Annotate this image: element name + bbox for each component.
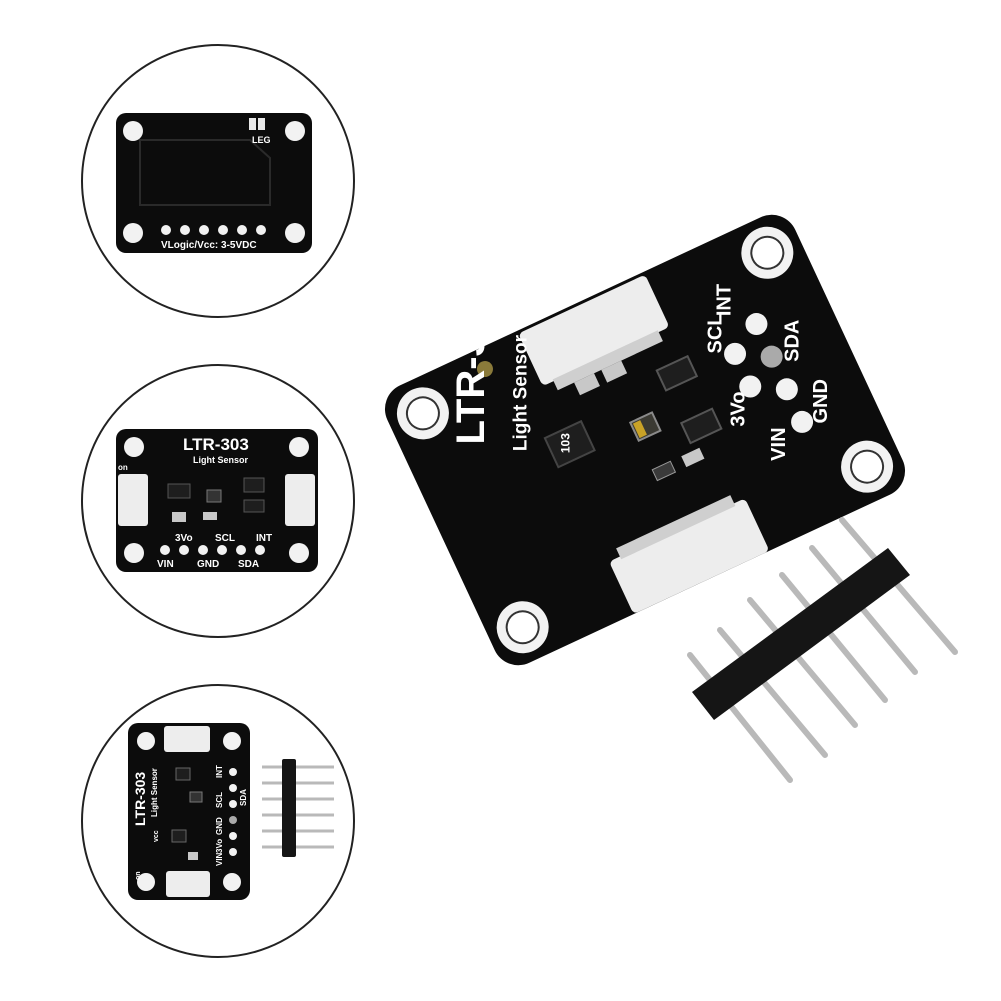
- pcb-rotated: [128, 723, 250, 900]
- board-subtitle: Light Sensor: [150, 768, 159, 817]
- mount-hole: [137, 732, 155, 750]
- qwiic-connector-left: [118, 474, 148, 526]
- main-board: LTR-303 Light Sensor 103 INT SCL SDA 3Vo…: [384, 214, 906, 666]
- qwiic-connector-bottom: [610, 499, 768, 613]
- pin-label-int: INT: [256, 533, 272, 544]
- pin-label-scl: SCL: [215, 792, 224, 808]
- board-subtitle: Light Sensor: [511, 334, 532, 451]
- pin-label-sda: SDA: [781, 320, 803, 362]
- pin-label-gnd: GND: [197, 559, 219, 570]
- mount-hole: [289, 543, 309, 563]
- pcb-main: [384, 214, 906, 666]
- pin-header-large: [687, 517, 958, 783]
- pin-label-vin: VIN: [215, 852, 224, 866]
- board-title: LTR-303: [132, 772, 148, 826]
- board-title: LTR-303: [183, 435, 249, 454]
- level-shifter-chip: [679, 407, 723, 445]
- leg-label: LEG: [252, 135, 271, 145]
- mount-hole: [223, 873, 241, 891]
- pin-header-small: [262, 759, 334, 857]
- pin-label-sda: SDA: [239, 789, 248, 806]
- pin-label-scl: SCL: [705, 314, 727, 354]
- mount-hole: [223, 732, 241, 750]
- pin-label-3vo: 3Vo: [728, 391, 750, 426]
- pin-label-gnd: GND: [810, 379, 832, 423]
- side-view-inset: LTR-303 Light Sensor vcc on INT SCL GND …: [81, 684, 355, 958]
- on-label: on: [118, 463, 128, 472]
- pin-label-int: INT: [714, 284, 736, 316]
- mount-hole: [285, 223, 305, 243]
- board-title: LTR-303: [449, 290, 493, 445]
- pin-label-gnd: GND: [215, 817, 224, 835]
- vcc-label: vcc: [153, 830, 160, 842]
- front-view-inset: LTR-303 Light Sensor on 3Vo SCL INT VIN …: [81, 364, 355, 638]
- on-label: on: [135, 871, 142, 880]
- qwiic-connector-top: [519, 276, 668, 385]
- pin-label-vin: VIN: [157, 559, 174, 570]
- qwiic-connector-right: [285, 474, 315, 526]
- pin-label-vin: VIN: [768, 427, 790, 460]
- mosfet-chip: [655, 354, 699, 392]
- pin-label-int: INT: [215, 765, 224, 778]
- pin-label-3vo: 3Vo: [215, 839, 224, 853]
- back-view-inset: LEG VLogic/Vcc: 3-5VDC: [81, 44, 355, 318]
- mount-hole: [124, 437, 144, 457]
- mount-hole: [123, 121, 143, 141]
- mount-hole: [289, 437, 309, 457]
- board-subtitle: Light Sensor: [193, 455, 248, 465]
- mount-hole: [124, 543, 144, 563]
- chip-marking: 103: [558, 433, 572, 453]
- voltage-label: VLogic/Vcc: 3-5VDC: [161, 240, 257, 251]
- regulator-chip: [543, 419, 596, 469]
- pin-label-sda: SDA: [238, 559, 259, 570]
- pcb-back: [116, 113, 312, 253]
- qwiic-connector-top: [164, 726, 210, 752]
- mount-hole: [123, 223, 143, 243]
- mount-hole: [137, 873, 155, 891]
- pin-label-3vo: 3Vo: [175, 533, 193, 544]
- pin-label-scl: SCL: [215, 533, 235, 544]
- qwiic-connector-bottom: [166, 871, 210, 897]
- mount-hole: [285, 121, 305, 141]
